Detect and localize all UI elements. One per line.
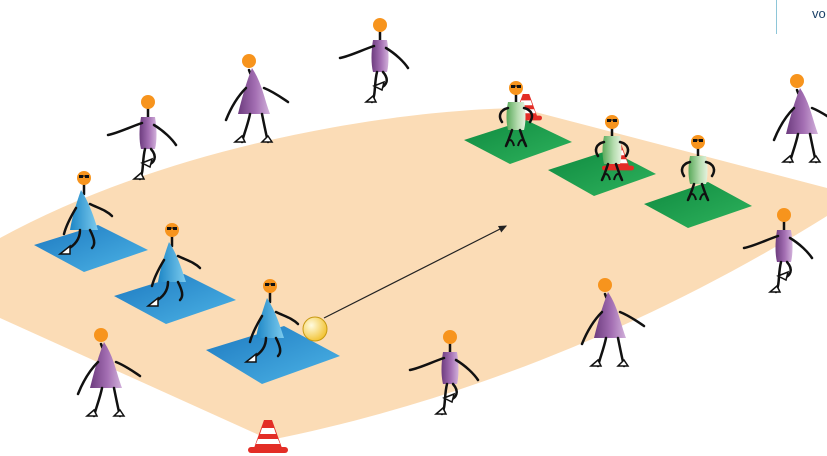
stick-figure-icon <box>108 95 176 179</box>
ball-icon <box>303 317 327 341</box>
stick-figure-icon <box>226 54 288 142</box>
stick-figure-icon <box>340 18 408 102</box>
stick-figure-icon <box>774 74 827 162</box>
